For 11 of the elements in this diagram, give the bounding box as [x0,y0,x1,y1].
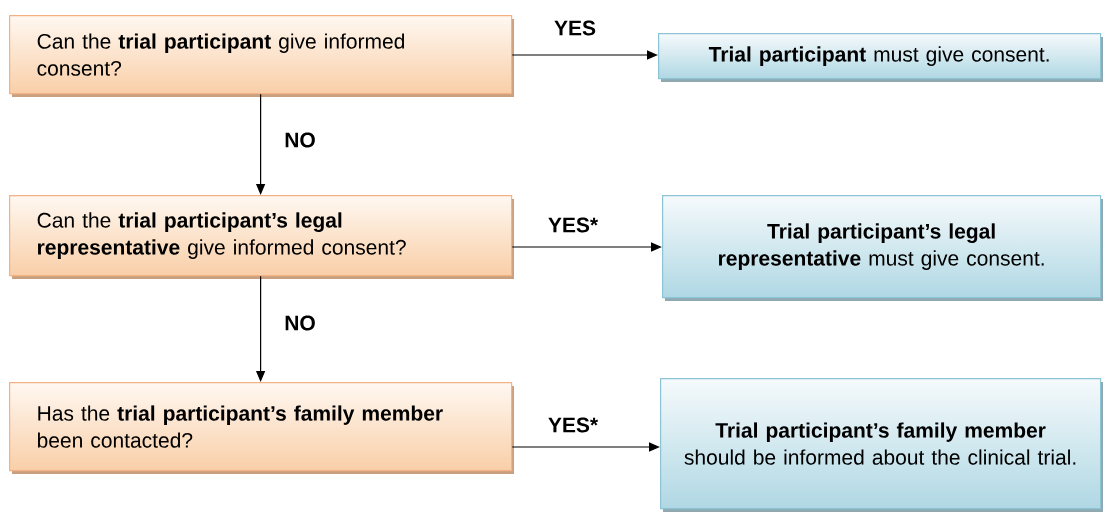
answer-box: Trial participant’s legal representative must give consent. [662,195,1103,301]
answer-box: Trial participant must give consent. [658,33,1103,82]
question-box: Can the trial participant give informed consent? [9,15,514,97]
answer-box: Trial participant’s family member should be informed about the clinical trial. [660,378,1103,512]
edge-label: YES* [548,417,599,433]
question-box: Can the trial participant’s legal representative give informed consent? [9,195,514,279]
edge-label: NO [285,315,315,331]
edge-label: NO [285,132,315,148]
question-box: Has the trial participant’s family member been contacted? [9,381,514,474]
edge-label: YES [554,20,596,36]
edge-label: YES* [548,217,599,233]
